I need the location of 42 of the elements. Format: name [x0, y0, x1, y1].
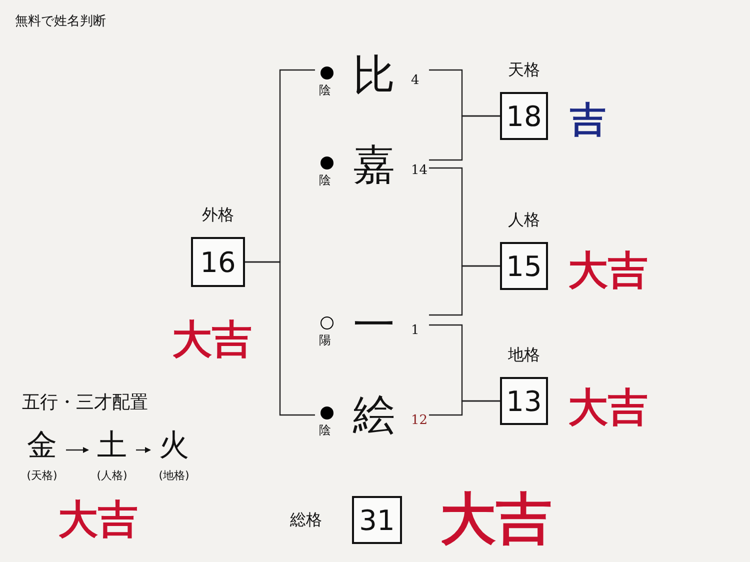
fortune-text: 大吉: [568, 383, 648, 433]
grid-label: 人格: [507, 210, 541, 231]
bracket-line: [245, 261, 315, 416]
yin-yang-label: 陰: [319, 172, 331, 189]
grid-label: 天格: [507, 60, 541, 81]
kanji-character: 比: [353, 50, 395, 100]
stroke-count: 12: [411, 413, 428, 428]
grid-label: (地格): [158, 468, 190, 483]
element-character: 土: [96, 428, 128, 464]
yin-yang-label: 陰: [319, 82, 331, 99]
kanji-character: 嘉: [353, 140, 395, 190]
fortune-text: 大吉: [172, 315, 252, 365]
element-character: 金: [26, 428, 58, 464]
grid-label: 総格: [290, 510, 322, 531]
stroke-count: 4: [411, 73, 420, 88]
number-box: 18: [500, 92, 548, 140]
section-heading: 五行・三才配置: [22, 391, 148, 414]
grid-label: 外格: [201, 205, 235, 226]
bracket-line: [429, 265, 500, 316]
yin-yang-label: 陰: [319, 422, 331, 439]
number-box: 31: [352, 496, 402, 544]
stroke-count: 14: [411, 163, 428, 178]
element-character: 火: [158, 428, 190, 464]
stroke-count: 1: [411, 323, 420, 338]
arrow: [66, 447, 89, 453]
fortune-text: 大吉: [568, 246, 648, 296]
grid-label: 地格: [507, 345, 541, 366]
fortune-text: 大吉: [58, 495, 138, 545]
number-box: 16: [191, 237, 245, 287]
arrow: [136, 447, 151, 453]
kanji-character: 絵: [353, 390, 395, 440]
number-box: 15: [500, 242, 548, 290]
number-box: 13: [500, 377, 548, 425]
yin-yang-label: 陽: [319, 332, 331, 349]
bracket-line: [429, 115, 500, 161]
fortune-text: 吉: [570, 98, 606, 143]
fortune-text: 大吉: [440, 485, 552, 554]
grid-label: (天格): [26, 468, 58, 483]
bracket-line: [429, 400, 500, 416]
page-title: 無料で姓名判断: [15, 13, 106, 30]
grid-label: (人格): [96, 468, 128, 483]
kanji-character: 一: [353, 300, 395, 350]
